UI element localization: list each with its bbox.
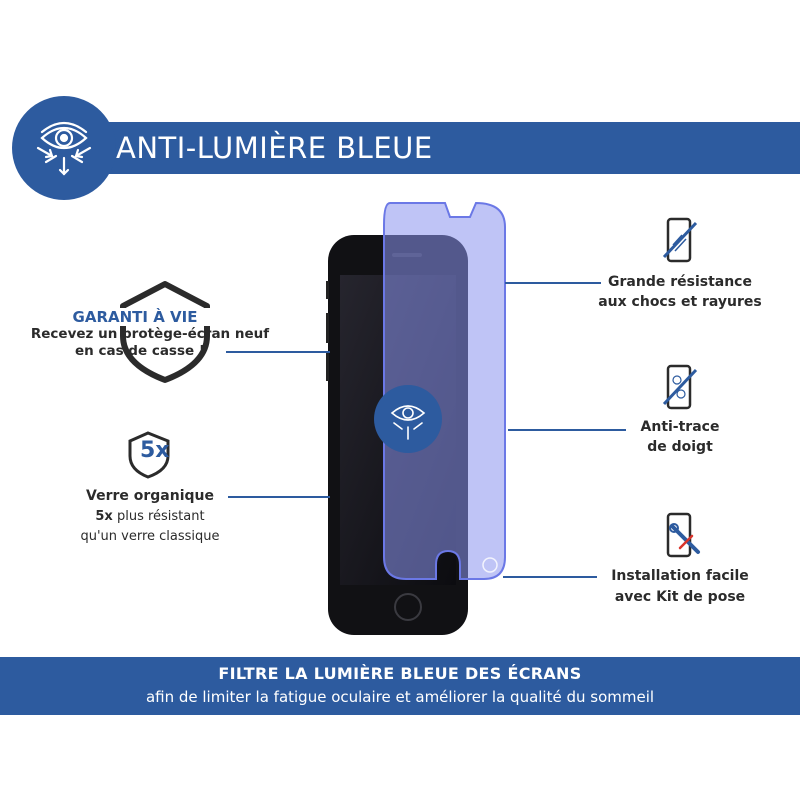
phone-tools-icon (666, 512, 700, 558)
guarantee-title: GARANTI À VIE (60, 308, 210, 326)
shield-5x-icon (128, 431, 170, 479)
home-button (394, 593, 422, 621)
guarantee-connector (226, 351, 330, 353)
footer-title: FILTRE LA LUMIÈRE BLEUE DES ÉCRANS (218, 664, 582, 683)
feature-1-line2: aux chocs et rayures (598, 294, 762, 310)
header-banner (60, 122, 800, 174)
feature-3-connector (503, 576, 597, 578)
phone-illustration (326, 201, 506, 635)
shield-outline-icon (120, 281, 210, 383)
eye-protection-icon (36, 121, 92, 176)
feature-2-connector (508, 429, 626, 431)
phone-scratch-icon (662, 217, 698, 263)
feature-3-line2: avec Kit de pose (614, 589, 746, 605)
organic-title: Verre organique (86, 488, 214, 504)
feature-2-line2: de doigt (647, 439, 713, 455)
phone-fingerprint-icon (662, 364, 698, 410)
feature-3-line1: Installation facile (611, 568, 749, 584)
organic-rest: plus résistant (112, 509, 205, 524)
feature-2-line1: Anti-trace (640, 419, 720, 435)
organic-line2: 5x plus résistant (55, 509, 245, 524)
guarantee-line2: en cas de casse ! (74, 343, 206, 359)
screen-protector (383, 201, 506, 580)
organic-line3: qu'un verre classique (80, 529, 220, 544)
footer-subtitle: afin de limiter la fatigue oculaire et a… (145, 688, 655, 706)
organic-strong: 5x (95, 509, 113, 524)
feature-1-line1: Grande résistance (608, 274, 752, 290)
protector-eye-badge (374, 385, 442, 453)
organic-badge: 5x (140, 438, 170, 463)
feature-1-connector (505, 282, 601, 284)
footer-banner: FILTRE LA LUMIÈRE BLEUE DES ÉCRANS afin … (0, 657, 800, 715)
organic-connector (228, 496, 330, 498)
header-badge (12, 96, 116, 200)
guarantee-line1: Recevez un protège-écran neuf (30, 326, 270, 342)
protector-eye-icon (390, 405, 426, 440)
header-title: ANTI-LUMIÈRE BLEUE (116, 131, 433, 165)
